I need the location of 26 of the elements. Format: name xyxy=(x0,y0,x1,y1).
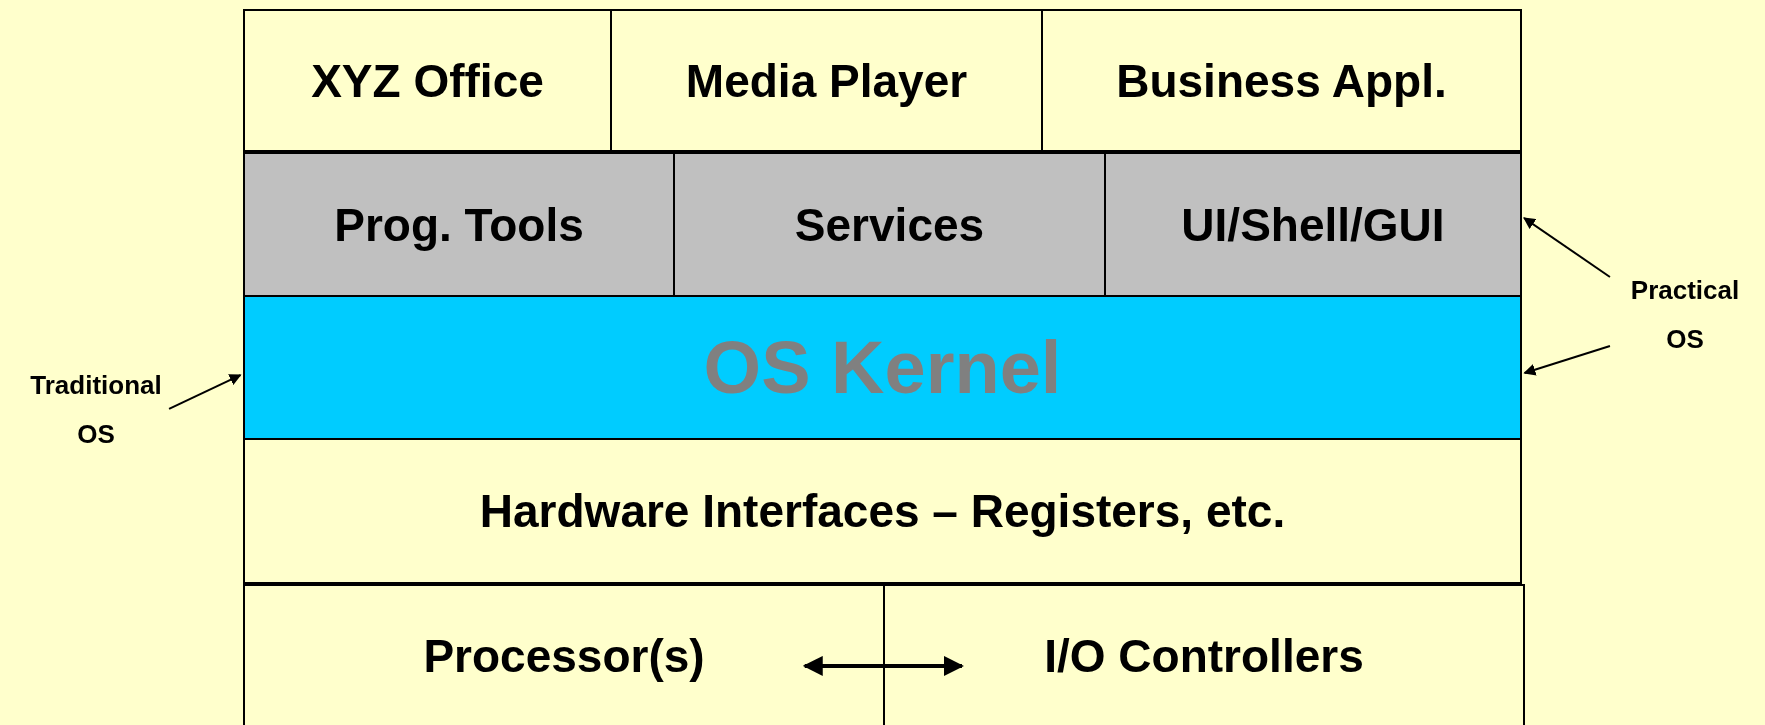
layer-box xyxy=(243,584,885,725)
layer-box xyxy=(1041,9,1522,152)
layer-box xyxy=(243,152,675,297)
layer-box xyxy=(243,9,612,152)
layer-box xyxy=(673,152,1106,297)
layer-box xyxy=(243,438,1522,584)
layer-label: XYZ Office xyxy=(311,53,544,108)
arrow xyxy=(802,655,964,676)
layer-label: Hardware Interfaces – Registers, etc. xyxy=(479,484,1286,538)
arrow xyxy=(1523,344,1611,376)
layer-label: I/O Controllers xyxy=(1044,628,1364,683)
layer-label: Media Player xyxy=(685,53,968,108)
layer-box xyxy=(1104,152,1522,297)
layer-label: Services xyxy=(794,197,985,252)
layer-label: UI/Shell/GUI xyxy=(1181,197,1445,252)
layer-label: Prog. Tools xyxy=(334,197,584,252)
layer-box xyxy=(610,9,1043,152)
layer-box xyxy=(243,295,1522,440)
side-label: Traditional OS xyxy=(29,368,163,451)
layer-box xyxy=(883,584,1525,725)
arrow xyxy=(1523,217,1611,278)
arrow xyxy=(168,374,242,410)
side-label: Practical OS xyxy=(1629,273,1741,356)
layer-label: OS Kernel xyxy=(703,325,1062,410)
layer-label: Processor(s) xyxy=(423,628,705,683)
layer-label: Business Appl. xyxy=(1116,53,1447,108)
